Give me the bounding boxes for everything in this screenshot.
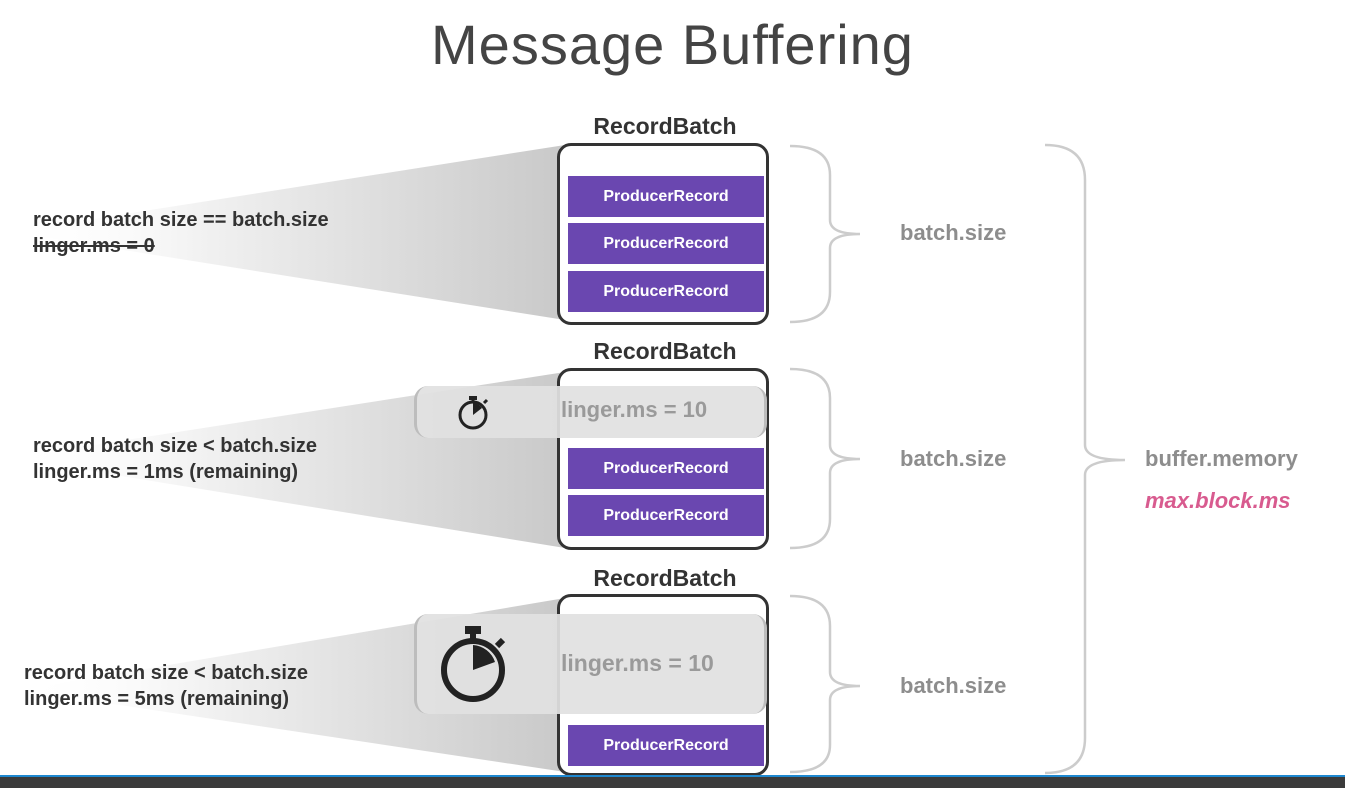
buffer-memory-label: buffer.memory — [1145, 446, 1298, 471]
record-batch-1: ProducerRecord ProducerRecord ProducerRe… — [557, 143, 769, 325]
row-2-labels: record batch size < batch.size linger.ms… — [33, 433, 317, 485]
producer-record: ProducerRecord — [568, 448, 764, 489]
brace-batch-1 — [789, 144, 861, 324]
brace-batch-3 — [789, 594, 861, 774]
producer-record: ProducerRecord — [568, 495, 764, 536]
condition-label: record batch size < batch.size — [33, 435, 317, 457]
linger-label: linger.ms = 5ms (remaining) — [24, 688, 290, 710]
linger-timer-box-2: linger.ms = 10 — [414, 614, 767, 714]
record-batch-title-1: RecordBatch — [593, 113, 737, 139]
brace-buffer-memory — [1044, 143, 1126, 775]
producer-record: ProducerRecord — [568, 725, 764, 766]
stopwatch-icon — [441, 626, 506, 702]
condition-label: record batch size < batch.size — [24, 662, 308, 684]
producer-record: ProducerRecord — [568, 271, 764, 312]
producer-record: ProducerRecord — [568, 223, 764, 264]
record-batch-2: ProducerRecord ProducerRecord — [557, 368, 769, 550]
row-1-labels: record batch size == batch.size linger.m… — [33, 207, 329, 259]
record-batch-title-2: RecordBatch — [593, 338, 737, 364]
batch-size-label-3: batch.size — [900, 673, 1007, 698]
linger-label: linger.ms = 1ms (remaining) — [33, 461, 299, 483]
condition-label: record batch size == batch.size — [33, 209, 329, 231]
beam-1 — [10, 145, 565, 320]
linger-timer-box-1: linger.ms = 10 — [414, 386, 767, 438]
player-control-bar[interactable] — [0, 775, 1345, 788]
timer-label: linger.ms = 10 — [561, 397, 708, 422]
producer-record: ProducerRecord — [568, 176, 764, 217]
row-3-labels: record batch size < batch.size linger.ms… — [24, 660, 308, 712]
max-block-label: max.block.ms — [1145, 488, 1291, 513]
brace-batch-2 — [789, 367, 861, 550]
batch-size-label-2: batch.size — [900, 446, 1007, 471]
stopwatch-icon — [458, 396, 489, 430]
batch-size-label-1: batch.size — [900, 220, 1007, 245]
page-title: Message Buffering — [431, 13, 914, 76]
linger-label: linger.ms = 0 — [33, 235, 155, 257]
timer-label: linger.ms = 10 — [561, 650, 714, 676]
record-batch-title-3: RecordBatch — [593, 565, 737, 591]
